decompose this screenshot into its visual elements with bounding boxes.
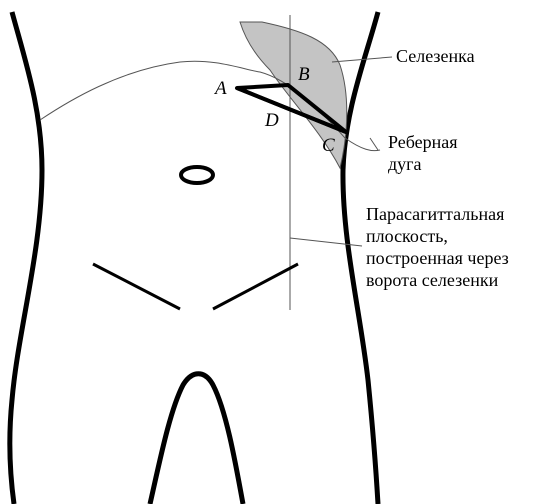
parasagittal-leader xyxy=(290,238,362,246)
label-a: A xyxy=(213,78,227,99)
inguinal-line-right xyxy=(213,264,298,309)
costal-arch-leader xyxy=(370,138,378,150)
label-d: D xyxy=(264,110,279,131)
crotch-contour xyxy=(150,374,243,504)
callout-spleen: Селезенка xyxy=(396,46,475,66)
inguinal-line-left xyxy=(93,264,180,309)
label-b: B xyxy=(298,64,310,85)
callout-parasagittal-3: построенная через xyxy=(366,248,509,268)
body-contour-left xyxy=(10,12,42,504)
callout-parasagittal-2: плоскость, xyxy=(366,226,448,246)
callout-costal-arch-1: Реберная xyxy=(388,132,458,152)
callout-parasagittal-4: ворота селезенки xyxy=(366,270,499,290)
navel xyxy=(181,167,213,183)
callout-parasagittal-1: Парасагиттальная xyxy=(366,204,504,224)
callout-costal-arch-2: дуга xyxy=(388,154,422,174)
label-c: C xyxy=(322,135,335,156)
